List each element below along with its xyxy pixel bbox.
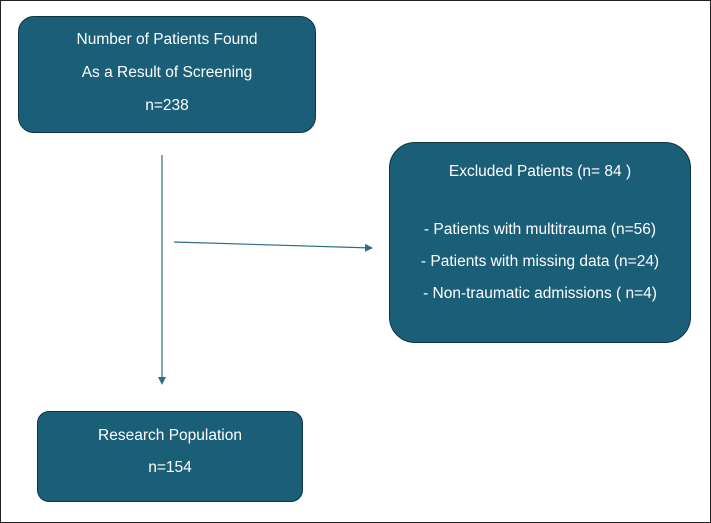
excluded-item-multitrauma: - Patients with multitrauma (n=56) (423, 221, 657, 238)
screened-patients-box: Number of Patients Found As a Result of … (18, 16, 316, 133)
research-count: n=154 (148, 459, 192, 476)
screened-line-1: Number of Patients Found (76, 31, 258, 48)
excluded-item-missing-data: - Patients with missing data (n=24) (420, 253, 660, 270)
excluded-patients-box: Excluded Patients (n= 84 ) - Patients wi… (389, 142, 691, 343)
research-population-box: Research Population n=154 (37, 411, 303, 502)
screened-count: n=238 (145, 97, 189, 114)
excluded-item-non-traumatic: - Non-traumatic admissions ( n=4) (423, 285, 657, 302)
screened-line-2: As a Result of Screening (81, 64, 253, 81)
excluded-title: Excluded Patients (n= 84 ) (448, 163, 632, 180)
research-title: Research Population (98, 427, 242, 444)
